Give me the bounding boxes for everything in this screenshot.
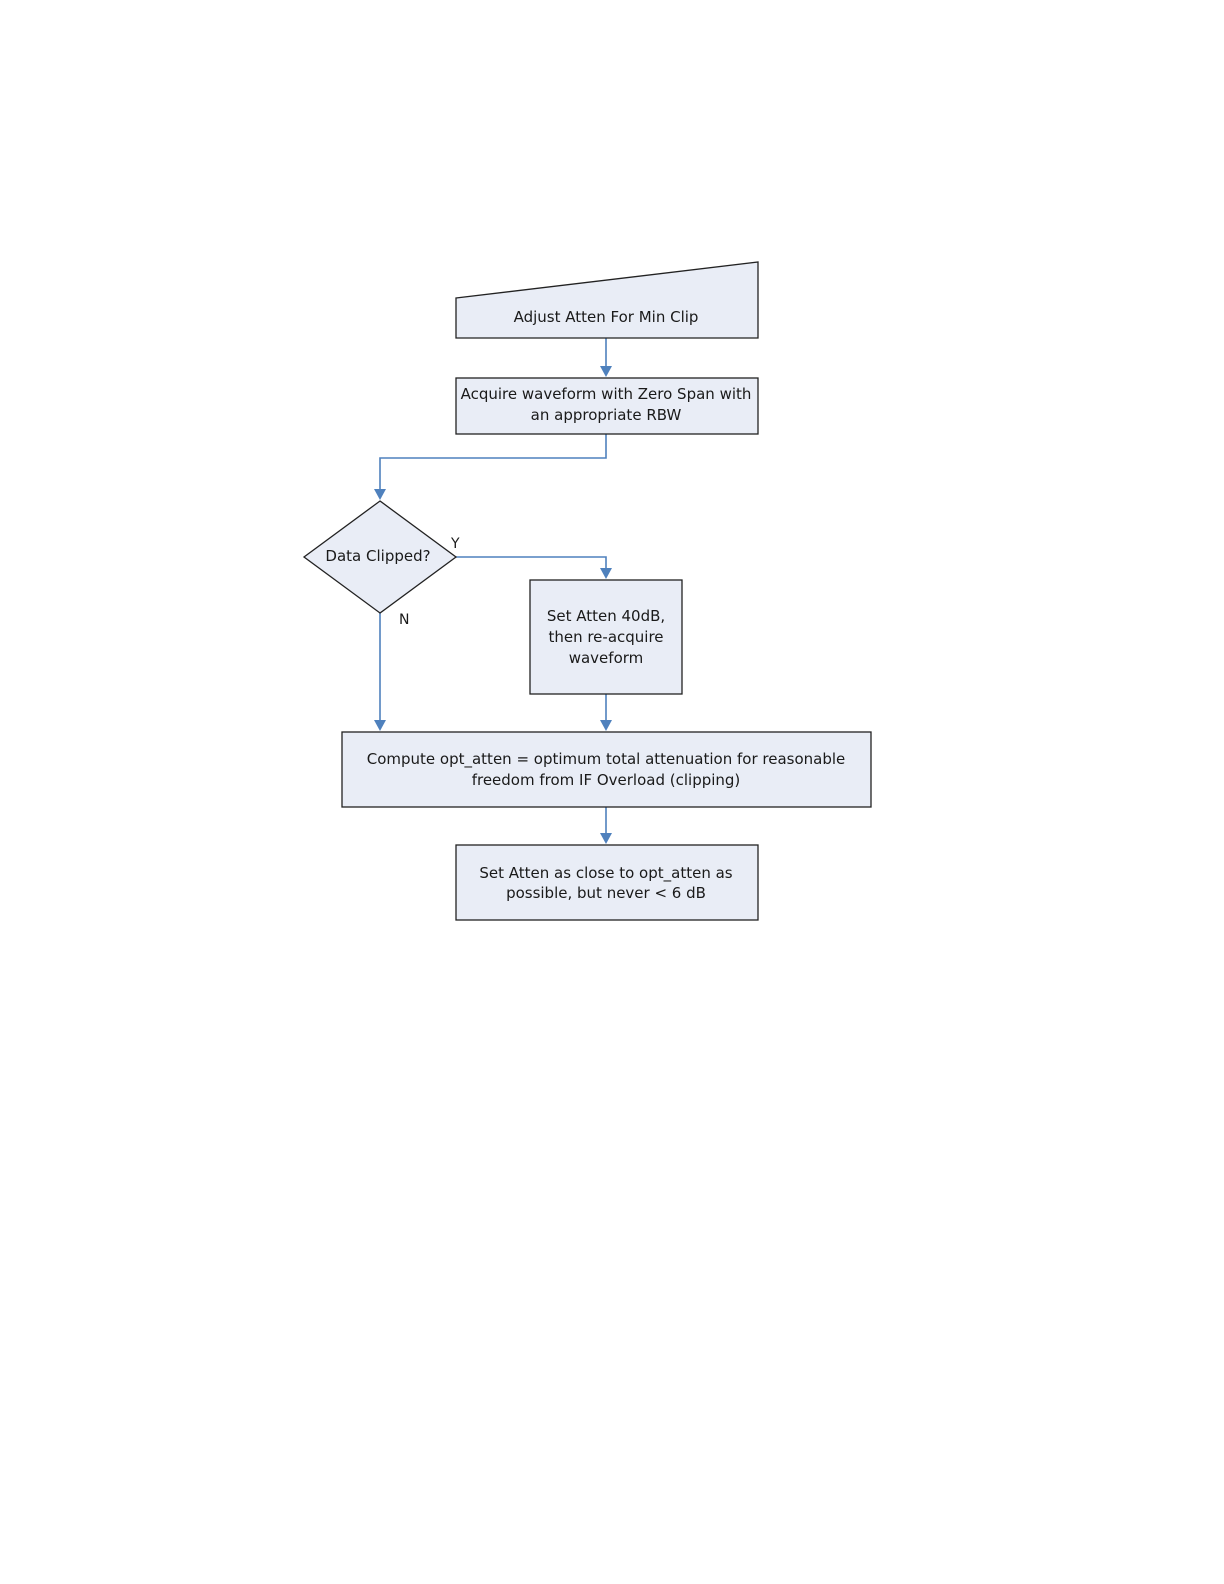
node-set-atten-final: Set Atten as close to opt_atten as possi…: [456, 845, 758, 920]
arrowhead-setfinal: [600, 833, 612, 844]
node-acquire-waveform: Acquire waveform with Zero Span with an …: [456, 378, 758, 434]
connector-yes-to-set40: [456, 557, 606, 570]
arrowhead-acquire: [600, 366, 612, 377]
manual-input-shape: [456, 262, 758, 338]
node-acquire-waveform-line-2: an appropriate RBW: [531, 406, 682, 424]
arrowhead-set40: [600, 568, 612, 579]
branch-label-no: N: [399, 612, 409, 628]
node-adjust-atten: Adjust Atten For Min Clip: [456, 262, 758, 338]
node-compute-opt-atten-line-2: freedom from IF Overload (clipping): [472, 771, 741, 789]
node-data-clipped-decision: Data Clipped?: [304, 501, 456, 613]
branch-label-yes: Y: [450, 536, 460, 552]
node-set-atten-40db-line-1: Set Atten 40dB,: [547, 607, 665, 625]
node-set-atten-40db-line-3: waveform: [569, 649, 644, 667]
node-set-atten-40db-line-2: then re-acquire: [548, 628, 663, 646]
node-set-atten-40db: Set Atten 40dB, then re-acquire waveform: [530, 580, 682, 694]
node-acquire-waveform-line-1: Acquire waveform with Zero Span with: [461, 385, 752, 403]
node-adjust-atten-line-1: Adjust Atten For Min Clip: [514, 308, 699, 326]
node-compute-opt-atten: Compute opt_atten = optimum total attenu…: [342, 732, 871, 807]
arrowhead-compute-from-no: [374, 720, 386, 731]
node-set-atten-final-line-1: Set Atten as close to opt_atten as: [479, 864, 732, 883]
node-data-clipped-line-1: Data Clipped?: [325, 547, 430, 565]
arrowhead-compute-from-set40: [600, 720, 612, 731]
node-compute-opt-atten-line-1: Compute opt_atten = optimum total attenu…: [367, 750, 846, 769]
node-set-atten-final-line-2: possible, but never < 6 dB: [506, 884, 706, 902]
arrowhead-decision: [374, 489, 386, 500]
process-box: [342, 732, 871, 807]
process-box: [456, 845, 758, 920]
connector-acquire-to-decision: [380, 434, 606, 491]
